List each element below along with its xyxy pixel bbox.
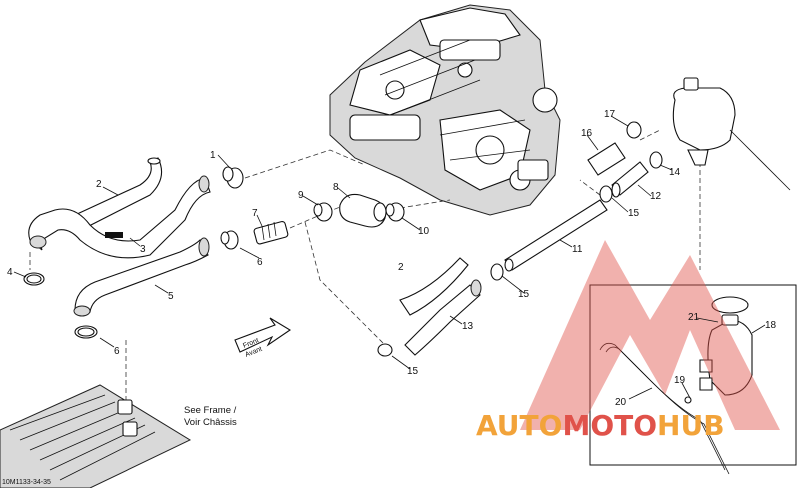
callout-17: 17: [604, 109, 616, 120]
routing-lines: [29, 129, 701, 400]
watermark-part-auto: AUTO: [476, 409, 562, 442]
clamp-4: [23, 272, 45, 286]
reference-code: 10M1133-34-35: [2, 479, 51, 486]
thermostat-housing-8: [339, 193, 387, 228]
callout-8: 8: [333, 182, 339, 193]
front-arrow: [234, 317, 292, 353]
clamp-6-upper: [220, 230, 239, 250]
callout-9: 9: [298, 190, 304, 201]
leader-lines: [13, 115, 766, 400]
callout-19: 19: [674, 375, 686, 386]
clamp-15-mid: [490, 263, 504, 281]
clamp-6-lower: [74, 325, 98, 339]
callout-2-upper: 2: [96, 179, 102, 190]
callout-3: 3: [140, 244, 146, 255]
callout-13: 13: [462, 321, 474, 332]
callout-15-top: 15: [628, 208, 640, 219]
callout-2-lower: 2: [398, 262, 404, 273]
callout-21: 21: [688, 312, 700, 323]
coolant-tank-upper: [672, 77, 791, 191]
callout-12: 12: [650, 191, 662, 202]
connector-7: [253, 220, 289, 245]
callout-4: 4: [7, 267, 13, 278]
hose-13: [404, 279, 482, 356]
callout-18: 18: [765, 320, 777, 331]
callout-6-lower: 6: [114, 346, 120, 357]
see-frame-label-line2: Voir Châssis: [184, 417, 237, 428]
watermark-text: AUTOMOTOHUB: [476, 409, 725, 442]
hose-12: [611, 161, 649, 198]
automotohub-watermark: AUTOMOTOHUB: [476, 240, 780, 442]
callout-5: 5: [168, 291, 174, 302]
callout-7: 7: [252, 208, 258, 219]
hose-3: [28, 175, 211, 259]
callout-11: 11: [572, 244, 583, 255]
callout-14: 14: [669, 167, 681, 178]
callout-1: 1: [210, 150, 216, 161]
callout-15-mid: 15: [518, 289, 530, 300]
clamp-17: [626, 121, 642, 139]
watermark-part-moto: MOTO: [562, 409, 657, 442]
clamp-15-top: [599, 185, 613, 203]
radiator: [0, 384, 192, 488]
callout-numbers: 1 2 3 4 5 6 6 7 8 9 10 11 12 13 14 15 15…: [7, 109, 777, 408]
clamp-14: [649, 151, 663, 169]
watermark-part-hub: HUB: [657, 409, 725, 442]
callout-10: 10: [418, 226, 430, 237]
clamp-1: [222, 166, 244, 189]
clamp-9: [313, 202, 333, 222]
callout-16: 16: [581, 128, 593, 139]
hose-2-upper: [74, 157, 163, 229]
see-frame-label-line1: See Frame /: [184, 405, 237, 416]
pipe-11: [504, 199, 608, 272]
hose-16: [587, 142, 626, 176]
callout-6-upper: 6: [257, 257, 263, 268]
engine-illustration: [329, 4, 561, 216]
clamp-15-low: [377, 343, 393, 357]
callout-20: 20: [615, 397, 627, 408]
watermark-logo-triangles: [520, 240, 780, 430]
hose-2-lower: [399, 257, 469, 316]
clamp-10: [385, 202, 405, 222]
hose-5: [73, 237, 210, 317]
callout-15-low: 15: [407, 366, 419, 377]
detail-box: [589, 284, 797, 475]
